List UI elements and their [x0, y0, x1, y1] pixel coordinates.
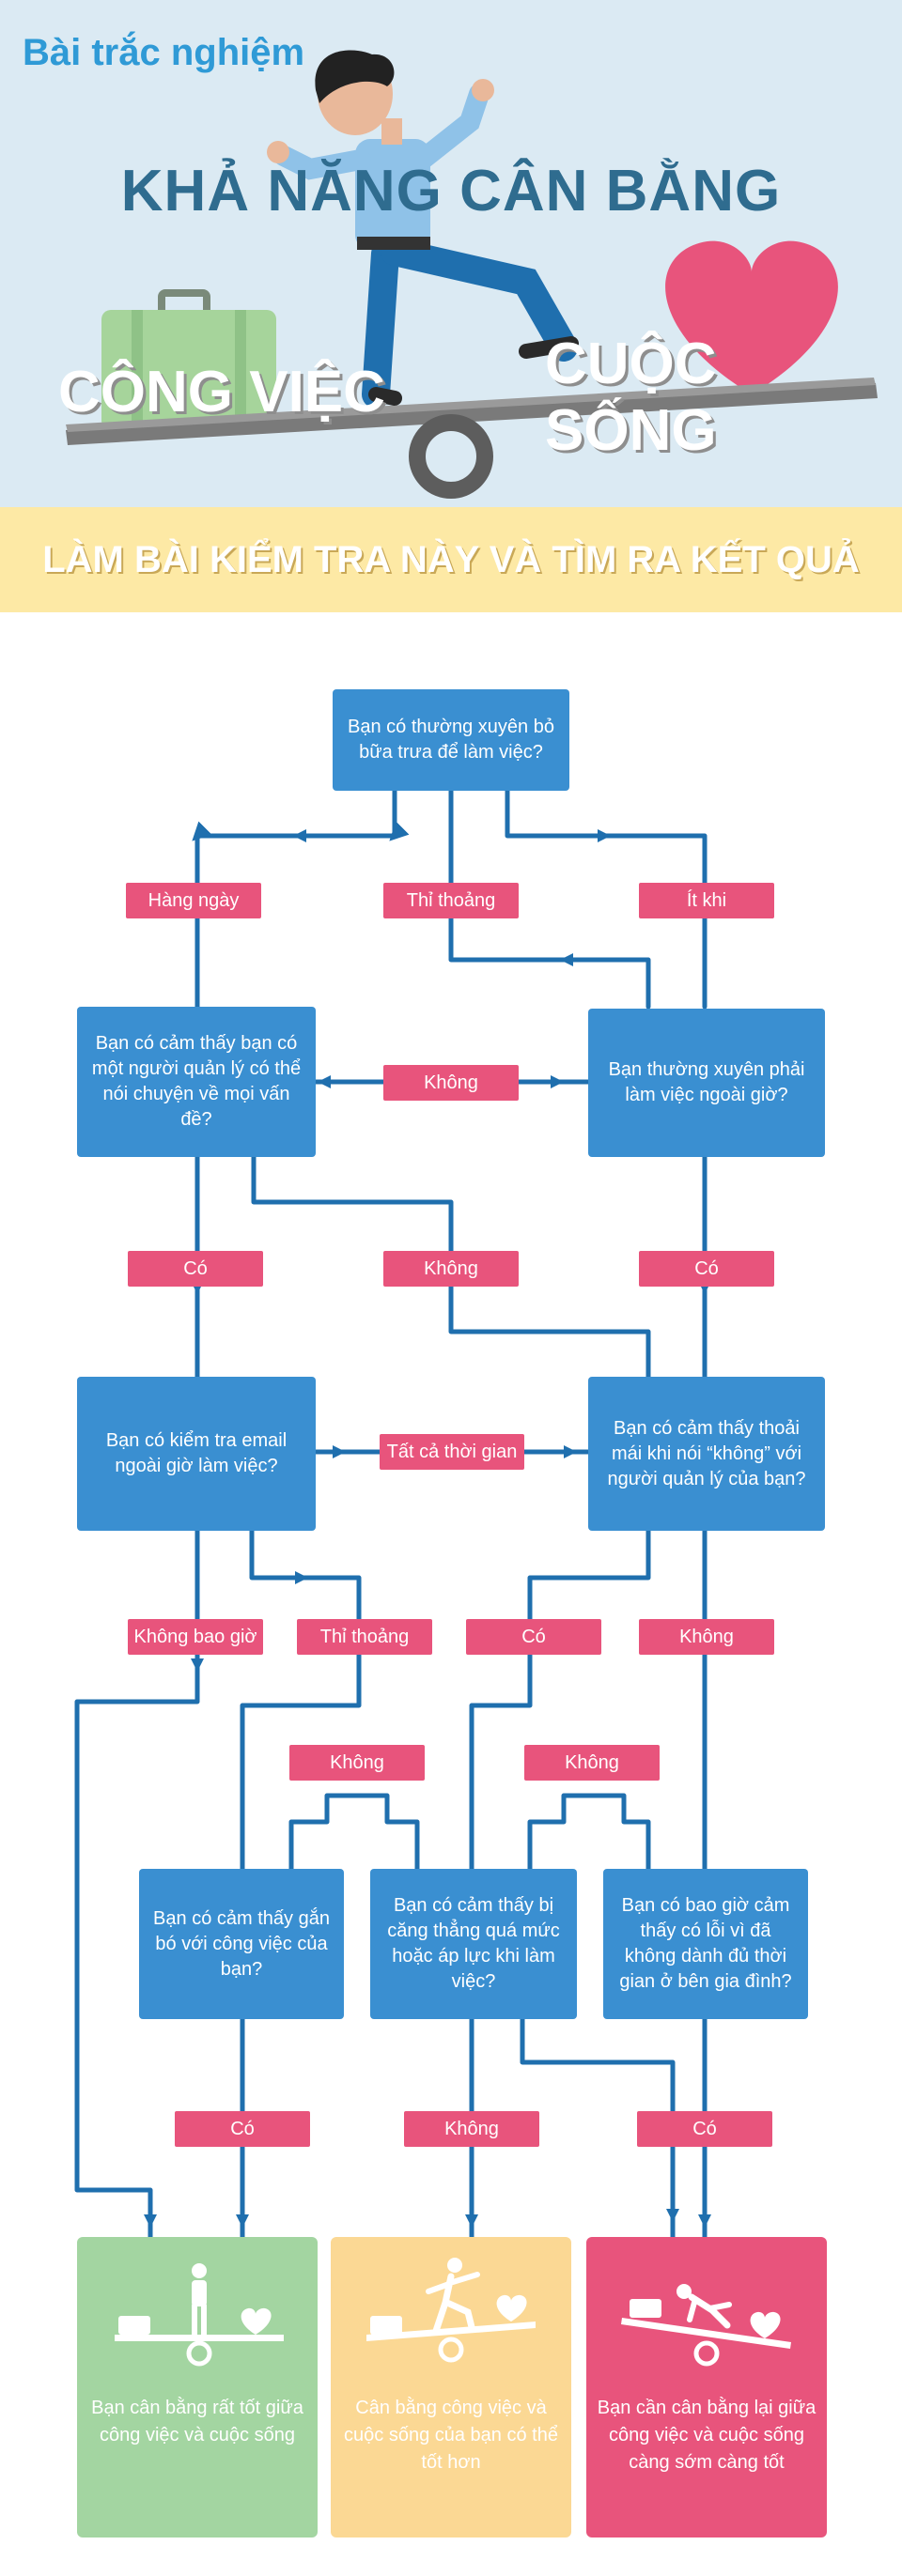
fallen-icon: [621, 2284, 791, 2367]
answer-no-q8: Không: [524, 1745, 660, 1781]
hero-title: KHẢ NĂNG CÂN BẰNG: [120, 159, 782, 224]
question-q8: Bạn có bao giờ cảm thấy có lỗi vì đã khô…: [603, 1869, 808, 2019]
question-q4: Bạn có kiểm tra email ngoài giờ làm việc…: [77, 1377, 316, 1531]
seesaw-plank: [66, 383, 878, 445]
answer-yes-q8: Có: [637, 2111, 772, 2147]
balanced-icon: [115, 2263, 284, 2367]
question-q3: Bạn thường xuyên phải làm việc ngoài giờ…: [588, 1009, 825, 1157]
connector-q4-never: [74, 1528, 200, 2240]
hero-illustration: [66, 50, 878, 499]
connector-q7-no-left: [288, 1793, 420, 1872]
result-yellow-text: Cân bằng công việc và cuộc sống của bạn …: [344, 2398, 558, 2473]
result-pink: Bạn cần cân bằng lại giữa công việc và c…: [586, 2237, 827, 2537]
life-word: CUỘC SỐNG: [545, 332, 717, 463]
result-yellow: Cân bằng công việc và cuộc sống của bạn …: [331, 2237, 571, 2537]
question-q6: Bạn có cảm thấy gắn bó với công việc của…: [139, 1869, 344, 2019]
answer-yes-q2: Có: [128, 1251, 263, 1287]
tire-icon: [409, 414, 493, 499]
question-q7: Bạn có cảm thấy bị căng thẳng quá mức ho…: [370, 1869, 577, 2019]
banner-text: LÀM BÀI KIỂM TRA NÀY VÀ TÌM RA KẾT QUẢ: [42, 539, 860, 580]
answer-no-q2: Không: [383, 1251, 519, 1287]
answer-daily: Hàng ngày: [126, 883, 261, 918]
result-green-text: Bạn cân bằng rất tốt giữa công việc và c…: [91, 2398, 303, 2445]
answer-no-q5: Không: [639, 1619, 774, 1655]
suitcase-icon: [101, 289, 276, 430]
hero-section: Bài trắc nghiệm KHẢ NĂNG CÂN BẰNG CÔNG V…: [0, 0, 902, 507]
answer-yes-q5: Có: [466, 1619, 601, 1655]
answer-never: Không bao giờ: [128, 1619, 263, 1655]
question-q1: Bạn có thường xuyên bỏ bữa trưa để làm v…: [333, 689, 569, 791]
answer-yes-q6: Có: [175, 2111, 310, 2147]
question-q5: Bạn có cảm thấy thoải mái khi nói “không…: [588, 1377, 825, 1531]
question-q2: Bạn có cảm thấy bạn có một người quản lý…: [77, 1007, 316, 1157]
quiz-label: Bài trắc nghiệm: [23, 32, 305, 73]
answer-no-q7: Không: [404, 2111, 539, 2147]
heart-icon: [665, 240, 838, 394]
answer-no-q3: Không: [383, 1065, 519, 1101]
answer-all-time: Tất cả thời gian: [380, 1434, 524, 1470]
person-icon: [267, 50, 579, 409]
answer-yes-q3: Có: [639, 1251, 774, 1287]
answer-no-q6: Không: [289, 1745, 425, 1781]
answer-rarely: Ít khi: [639, 883, 774, 918]
answer-sometimes-q4: Thỉ thoảng: [297, 1619, 432, 1655]
result-green: Bạn cân bằng rất tốt giữa công việc và c…: [77, 2237, 318, 2537]
work-word: CÔNG VIỆC: [58, 360, 385, 424]
tilting-icon: [366, 2258, 536, 2363]
connector-q7-yes: [520, 2016, 676, 2240]
answer-sometimes: Thỉ thoảng: [383, 883, 519, 918]
instruction-banner: LÀM BÀI KIỂM TRA NÀY VÀ TÌM RA KẾT QUẢ: [0, 507, 902, 612]
connector-q1-sometimes: [448, 788, 651, 1010]
connector-q8-no-left: [527, 1793, 651, 1872]
result-pink-text: Bạn cần cân bằng lại giữa công việc và c…: [597, 2398, 816, 2473]
